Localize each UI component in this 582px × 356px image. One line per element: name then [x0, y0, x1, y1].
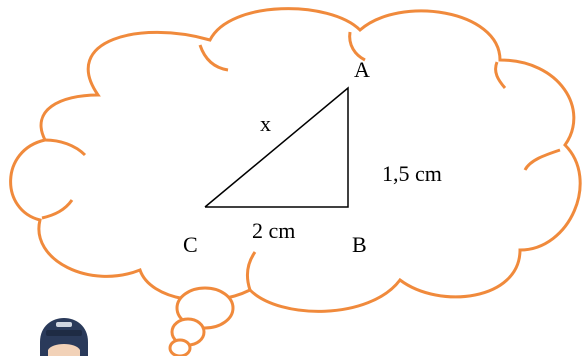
tail-bubble-small: [168, 338, 192, 356]
cloud-scallop: [494, 61, 507, 89]
cloud-scallop: [246, 251, 257, 291]
side-label-cb: 2 cm: [252, 218, 295, 243]
cloud-scallop: [44, 138, 87, 157]
thought-cloud: [9, 7, 582, 313]
side-label-ab: 1,5 cm: [382, 161, 442, 186]
boy-with-cap-icon: [40, 318, 88, 356]
side-label-hypotenuse: x: [260, 111, 271, 136]
vertex-label-c: C: [183, 232, 198, 257]
vertex-label-a: A: [354, 57, 370, 82]
thought-tail: [168, 286, 235, 356]
triangle-sides: [204, 86, 349, 208]
cloud-scallop: [523, 148, 561, 171]
cloud-scallop: [41, 199, 74, 220]
right-triangle: [204, 86, 349, 208]
cloud-scallop: [198, 44, 229, 72]
cloud-scallop: [348, 31, 366, 62]
vertex-label-b: B: [352, 232, 367, 257]
cloud-outline: [9, 7, 582, 313]
